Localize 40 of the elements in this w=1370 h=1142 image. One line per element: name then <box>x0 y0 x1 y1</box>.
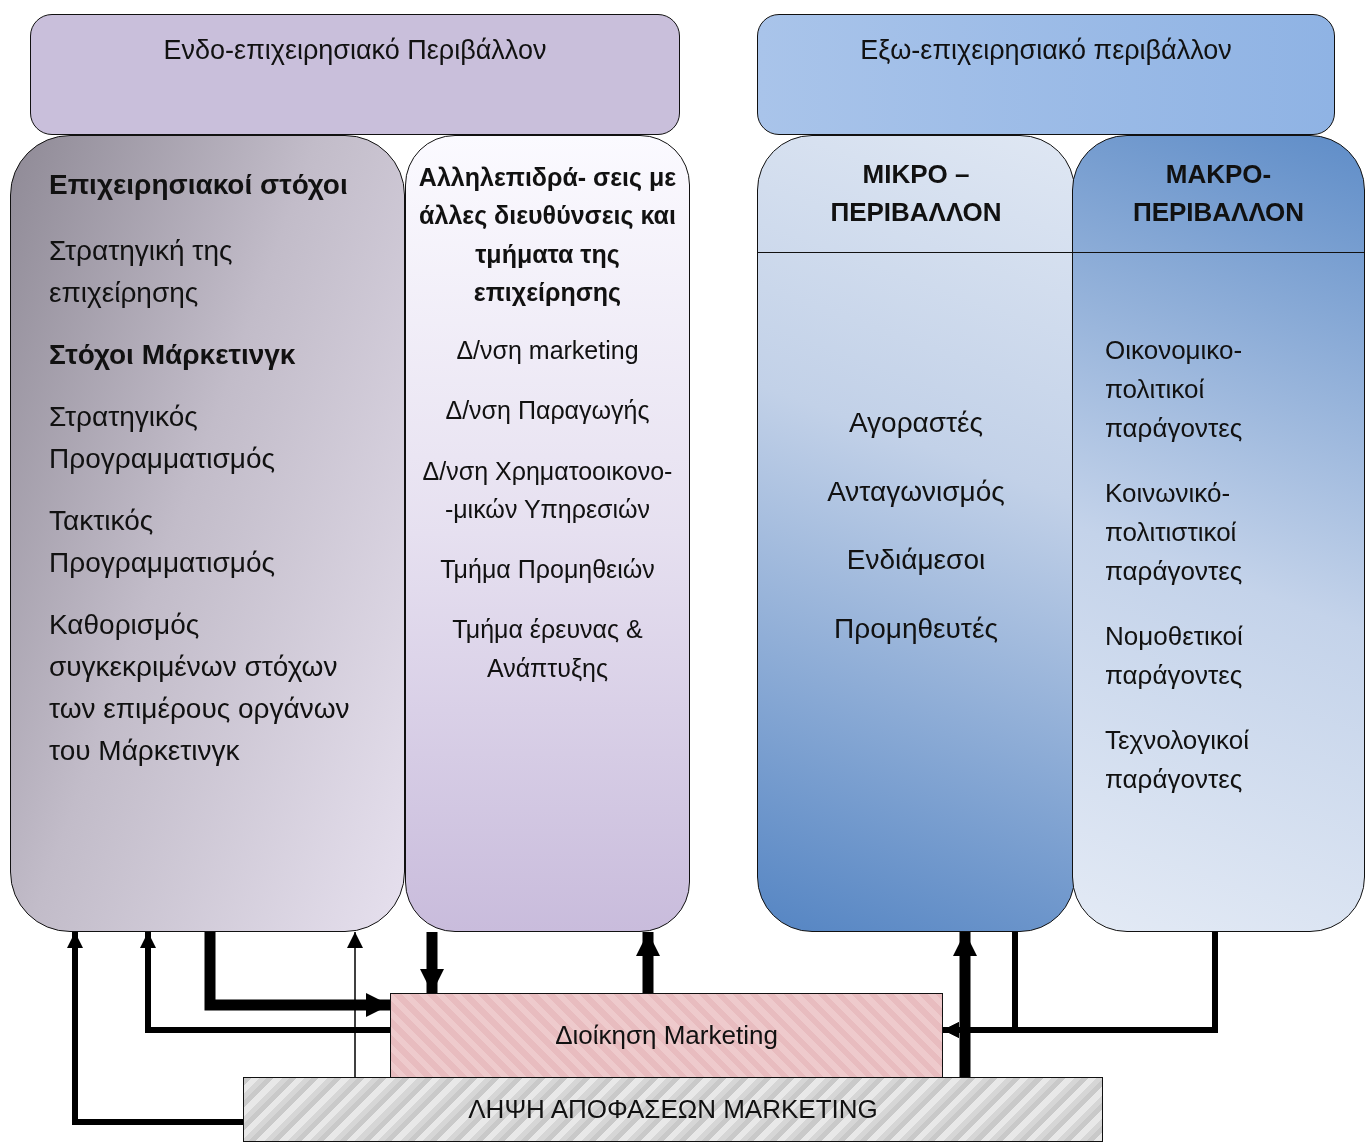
heading: Αλληλεπιδρά- σεις με άλλες διευθύνσεις και τμήματα της επιχείρησης <box>417 162 678 308</box>
arrow <box>140 932 390 1033</box>
list-item: Κοινωνικό- πολιτιστικοί παράγοντες <box>1105 477 1244 588</box>
process-box <box>390 993 943 1078</box>
arrow <box>204 932 390 1017</box>
rounded-panel <box>1072 135 1365 932</box>
rounded-panel <box>757 135 1075 932</box>
rounded-panel <box>405 135 690 932</box>
list-item: Στρατηγική της επιχείρησης <box>49 234 234 310</box>
list-item: Αγοραστές <box>847 406 985 440</box>
list-item: Δ/νση Παραγωγής <box>444 395 651 427</box>
list-item: Καθορισμός συγκεκριμένων στόχων των επιμέρους οργάνων του Μάρκετινγκ <box>49 608 351 768</box>
list-item: Δ/νση marketing <box>455 335 640 366</box>
list-item: Προμηθευτές <box>833 611 999 646</box>
list-item: Ενδιάμεσοι <box>845 543 987 578</box>
list-item: Στρατηγικός Προγραμματισμός <box>49 400 277 476</box>
arrow <box>636 932 660 993</box>
heading: Ενδο-επιχειρησιακό Περιβάλλον <box>162 35 548 66</box>
arrow <box>347 931 363 1078</box>
list-item: Τμήμα έρευνας & Ανάπτυξης <box>451 614 644 684</box>
arrow <box>67 932 243 1125</box>
list-item: Τακτικός Προγραμματισμός <box>49 504 277 580</box>
rounded-panel <box>10 135 405 932</box>
heading: Επιχειρησιακοί στόχοι <box>49 168 349 202</box>
list-item: Οικονομικο- πολιτικοί παράγοντες <box>1105 334 1244 445</box>
label: ΛΗΨΗ ΑΠΟΦΑΣΕΩΝ MARKETING <box>468 1094 878 1125</box>
process-box <box>243 1077 1103 1142</box>
arrow <box>420 932 444 993</box>
column-header: ΜΑΚΡΟ- ΠΕΡΙΒΑΛΛΟΝ <box>1073 136 1364 253</box>
list-item: Τμήμα Προμηθειών <box>439 554 656 585</box>
arrow <box>953 932 977 1077</box>
heading: Εξω-επιχειρησιακό περιβάλλον <box>859 35 1233 66</box>
header-box <box>30 14 680 135</box>
list-item: Δ/νση Χρηματοοικονο- -μικών Υπηρεσιών <box>421 455 674 525</box>
header-box <box>757 14 1335 135</box>
list-item: Ανταγωνισμός <box>826 474 1006 509</box>
heading: Στόχοι Μάρκετινγκ <box>49 338 297 372</box>
list-item: Νομοθετικοί παράγοντες <box>1105 620 1244 692</box>
list-item: Τεχνολογικοί παράγοντες <box>1105 724 1250 796</box>
label: Διοίκηση Marketing <box>555 1020 778 1051</box>
